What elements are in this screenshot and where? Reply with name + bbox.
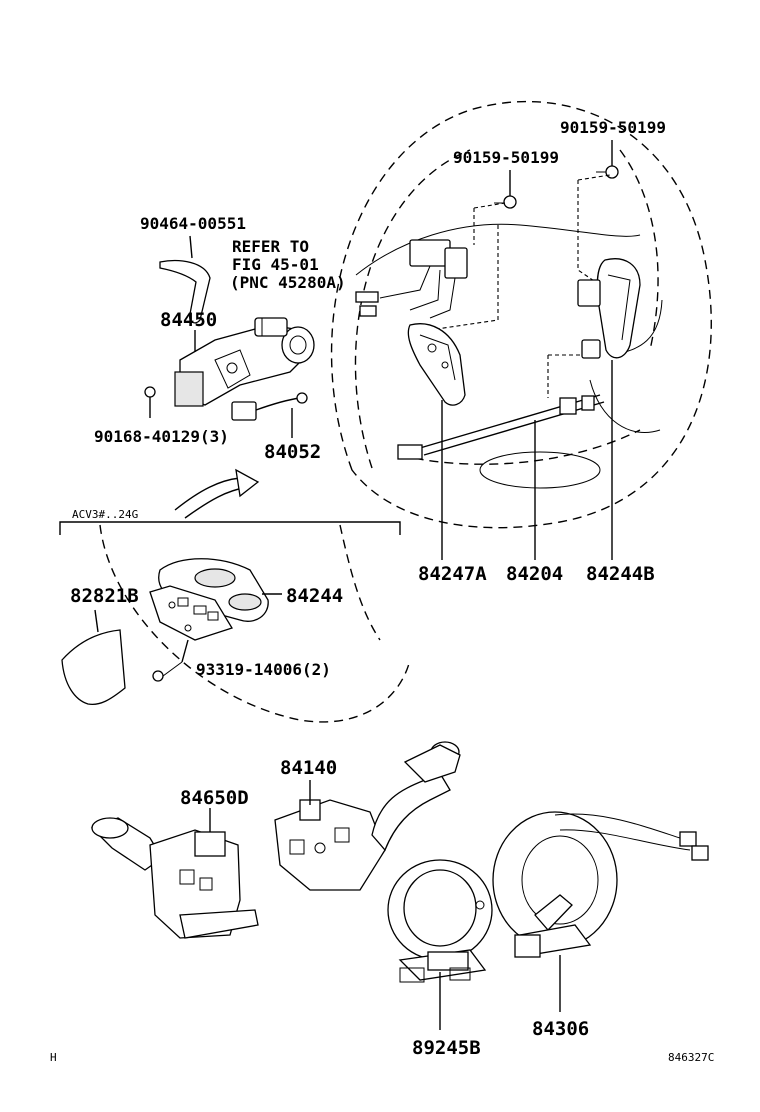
- spiral-cable-84306: [492, 811, 709, 1012]
- label-diagram-code: 846327C: [668, 1051, 714, 1064]
- label-82821B: 82821B: [70, 585, 139, 607]
- acv-subview-bracket: [59, 521, 411, 723]
- bolt-90159-50199-right: [596, 140, 619, 179]
- ignition-switch-84450: [174, 317, 315, 407]
- label-fig-45-01: FIG 45-01: [232, 255, 319, 274]
- direction-arrow: [174, 468, 260, 519]
- wire-84052: [231, 392, 308, 438]
- label-pnc-45280a: (PNC 45280A): [230, 273, 346, 292]
- label-84650D: 84650D: [180, 787, 249, 809]
- label-84140: 84140: [280, 757, 337, 779]
- label-84052: 84052: [264, 441, 321, 463]
- switch-pad-84244: [149, 558, 282, 641]
- label-90159-50199-right: 90159-50199: [560, 118, 666, 137]
- spiral-cable-89245B: [387, 859, 493, 1030]
- steering-wheel-outline: [330, 100, 712, 529]
- screw-93319-14006: [152, 639, 189, 682]
- label-93319-14006: 93319-14006(2): [196, 660, 331, 679]
- label-89245B: 89245B: [412, 1037, 481, 1059]
- label-acv-model: ACV3#..24G: [72, 508, 138, 521]
- combination-switch-84140: [274, 741, 461, 891]
- label-84247A: 84247A: [418, 563, 487, 585]
- wire-harness-84204: [397, 394, 605, 560]
- cover-82821B: [61, 609, 126, 706]
- clamp-90464-00551: [159, 235, 211, 324]
- combination-switch-84650D: [90, 808, 259, 939]
- steering-switch-84244B: [547, 258, 641, 560]
- label-84244B: 84244B: [586, 563, 655, 585]
- label-84204: 84204: [506, 563, 563, 585]
- label-84450: 84450: [160, 309, 217, 331]
- screw-90168-40129: [144, 386, 156, 418]
- label-84306: 84306: [532, 1018, 589, 1040]
- label-corner-h: H: [50, 1051, 57, 1064]
- label-90159-50199-left: 90159-50199: [453, 148, 559, 167]
- steering-switch-84247A: [355, 239, 468, 560]
- label-refer-to: REFER TO: [232, 237, 309, 256]
- label-84244: 84244: [286, 585, 343, 607]
- bolt-90159-50199-left: [494, 170, 517, 209]
- label-90464-00551: 90464-00551: [140, 214, 246, 233]
- label-90168-40129: 90168-40129(3): [94, 427, 229, 446]
